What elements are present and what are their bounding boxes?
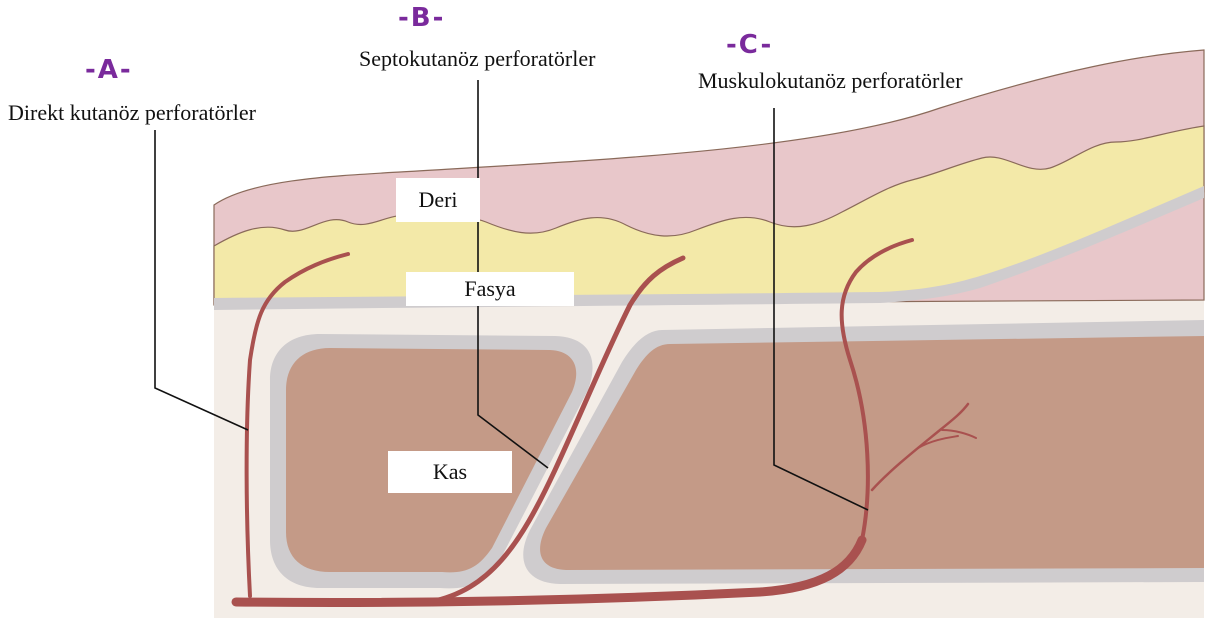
callout-a-letter: -A-: [85, 55, 133, 85]
fascia-label: Fasya: [406, 272, 574, 306]
callout-c-title: Muskulokutanöz perforatörler: [698, 68, 963, 94]
muscle-label: Kas: [388, 451, 512, 493]
callout-a-title: Direkt kutanöz perforatörler: [8, 100, 256, 126]
muscle-right: [540, 336, 1204, 570]
callout-b-title: Septokutanöz perforatörler: [359, 46, 595, 72]
skin-label: Deri: [396, 178, 480, 222]
callout-c-letter: -C-: [726, 30, 773, 60]
callout-b-letter: -B-: [398, 3, 445, 33]
